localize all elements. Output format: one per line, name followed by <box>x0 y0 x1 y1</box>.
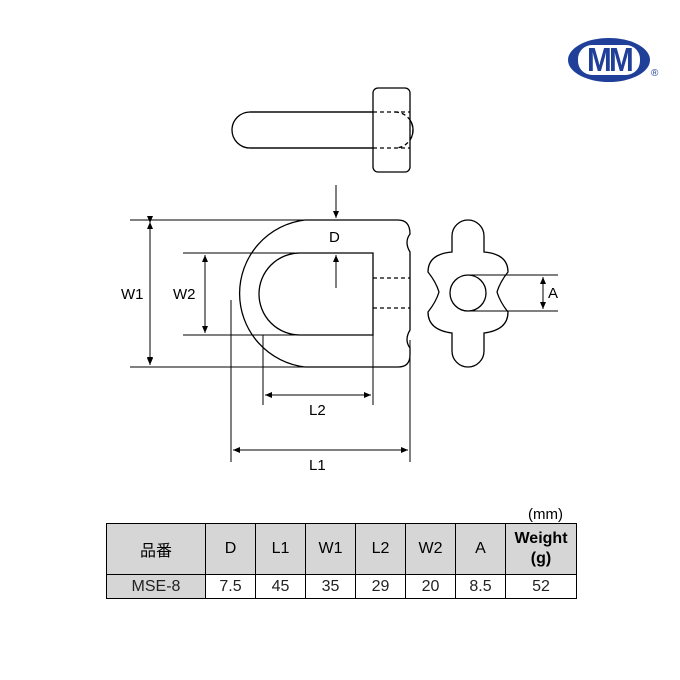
header-l1: L1 <box>255 523 306 575</box>
label-w1: W1 <box>121 286 144 303</box>
header-w1: W1 <box>305 523 356 575</box>
table-header-row: 品番 D L1 W1 L2 W2 A Weight (g) <box>106 523 577 575</box>
header-weight-label: Weight <box>514 530 568 547</box>
unit-label: (mm) <box>528 506 563 523</box>
cell-l1: 45 <box>255 574 306 599</box>
header-l2: L2 <box>355 523 406 575</box>
cell-d: 7.5 <box>205 574 256 599</box>
side-view <box>427 219 558 368</box>
front-view <box>130 185 411 462</box>
cell-w1: 35 <box>305 574 356 599</box>
cell-w2: 20 <box>405 574 456 599</box>
header-d: D <box>205 523 256 575</box>
top-view <box>231 87 414 173</box>
cell-weight: 52 <box>505 574 577 599</box>
cell-l2: 29 <box>355 574 406 599</box>
brand-logo: MM <box>568 38 650 82</box>
registered-mark: ® <box>651 68 659 79</box>
cell-a: 8.5 <box>455 574 506 599</box>
label-w2: W2 <box>173 286 196 303</box>
label-d: D <box>329 229 340 246</box>
header-part-no: 品番 <box>106 523 206 575</box>
header-weight: Weight (g) <box>505 523 577 575</box>
table-row: MSE-8 7.5 45 35 29 20 8.5 52 <box>106 574 577 599</box>
spec-table: 品番 D L1 W1 L2 W2 A Weight (g) MSE-8 7.5 4… <box>106 523 577 599</box>
label-l2: L2 <box>309 402 326 419</box>
header-a: A <box>455 523 506 575</box>
header-w2: W2 <box>405 523 456 575</box>
label-l1: L1 <box>309 457 326 474</box>
header-weight-unit: (g) <box>530 550 552 567</box>
cell-part-no: MSE-8 <box>106 574 206 599</box>
label-a: A <box>548 285 559 302</box>
